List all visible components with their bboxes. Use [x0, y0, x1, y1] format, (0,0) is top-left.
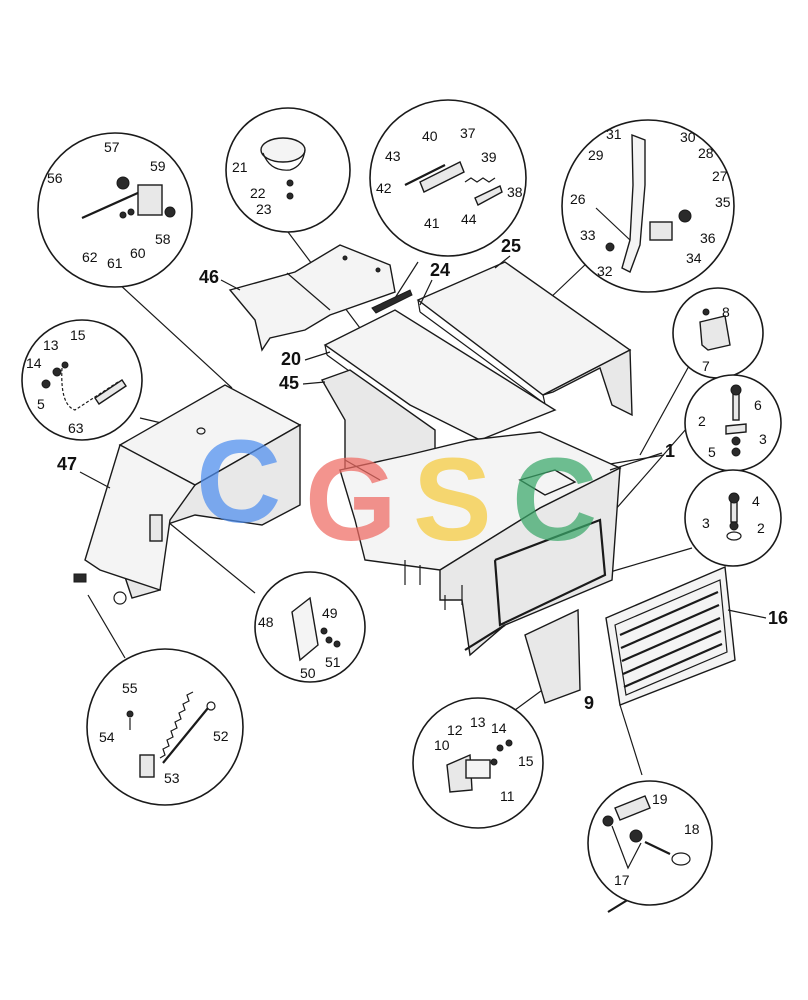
door-plate-9 [524, 608, 581, 704]
label-8: 8 [722, 304, 730, 320]
label-18: 18 [684, 821, 700, 837]
label-4: 4 [752, 493, 760, 509]
label-56: 56 [47, 170, 63, 186]
label-38: 38 [507, 184, 523, 200]
callout-circle-7: 6 2 3 5 [684, 374, 782, 472]
label-22: 22 [250, 185, 266, 201]
label-13b: 13 [470, 714, 486, 730]
callout-circle-12: 19 18 17 [587, 780, 713, 906]
label-45: 45 [279, 373, 299, 393]
callout-circle-6: 8 7 [672, 287, 764, 379]
label-62: 62 [82, 249, 98, 265]
label-1: 1 [665, 441, 675, 461]
label-50: 50 [300, 665, 316, 681]
callout-circle-3: 40 37 43 39 42 38 41 44 [369, 99, 527, 257]
callout-circle-9: 48 49 50 51 [254, 571, 366, 683]
label-ticks [79, 255, 767, 619]
label-47: 47 [57, 454, 77, 474]
top-cover-25 [416, 261, 633, 417]
floor-plate-46 [228, 244, 396, 352]
label-51: 51 [325, 654, 341, 670]
label-39: 39 [481, 149, 497, 165]
label-44: 44 [461, 211, 477, 227]
label-55: 55 [122, 680, 138, 696]
label-36: 36 [700, 230, 716, 246]
label-9: 9 [584, 693, 594, 713]
label-13: 13 [43, 337, 59, 353]
label-52: 52 [213, 728, 229, 744]
callout-circle-8: 4 3 2 [684, 469, 782, 567]
label-37: 37 [460, 125, 476, 141]
label-30: 30 [680, 129, 696, 145]
main-assembly [73, 244, 736, 706]
main-labels: 46 24 25 20 45 47 1 16 9 [57, 236, 788, 713]
label-35: 35 [715, 194, 731, 210]
label-2b: 2 [757, 520, 765, 536]
label-19: 19 [652, 791, 668, 807]
label-31: 31 [606, 126, 622, 142]
callout-circle-1: 57 56 59 62 61 60 58 [37, 132, 193, 288]
label-24: 24 [430, 260, 450, 280]
label-14b: 14 [491, 720, 507, 736]
label-12: 12 [447, 722, 463, 738]
watermark-letter-4: C [512, 434, 597, 566]
watermark: C G S C [196, 416, 597, 566]
label-5b: 5 [708, 444, 716, 460]
label-34: 34 [686, 250, 702, 266]
label-7: 7 [702, 358, 710, 374]
label-59: 59 [150, 158, 166, 174]
label-46: 46 [199, 267, 219, 287]
bracket-24 [371, 289, 413, 314]
label-2: 2 [698, 413, 706, 429]
label-10: 10 [434, 737, 450, 753]
cab-side-47 [73, 384, 302, 605]
label-63: 63 [68, 420, 84, 436]
label-28: 28 [698, 145, 714, 161]
label-17: 17 [614, 872, 630, 888]
label-20: 20 [281, 349, 301, 369]
label-3: 3 [759, 431, 767, 447]
label-6: 6 [754, 397, 762, 413]
label-54: 54 [99, 729, 115, 745]
label-15b: 15 [518, 753, 534, 769]
watermark-letter-3: S [413, 434, 492, 566]
label-29: 29 [588, 147, 604, 163]
label-42: 42 [376, 180, 392, 196]
front-body-1 [339, 431, 622, 657]
label-49: 49 [322, 605, 338, 621]
callout-circle-2: 21 22 23 [225, 107, 351, 233]
watermark-letter-1: C [196, 416, 281, 548]
label-41: 41 [424, 215, 440, 231]
label-40: 40 [422, 128, 438, 144]
label-58: 58 [155, 231, 171, 247]
label-23: 23 [256, 201, 272, 217]
label-43: 43 [385, 148, 401, 164]
label-11: 11 [500, 788, 515, 804]
label-57: 57 [104, 139, 120, 155]
label-16: 16 [768, 608, 788, 628]
callout-circle-10: 55 54 52 53 [86, 648, 244, 806]
callout-circle-4: 31 30 29 28 27 26 35 33 36 32 34 [561, 119, 735, 293]
label-60: 60 [130, 245, 146, 261]
label-32: 32 [597, 263, 613, 279]
label-27: 27 [712, 168, 728, 184]
label-14: 14 [26, 355, 42, 371]
label-61: 61 [107, 255, 123, 271]
label-33: 33 [580, 227, 596, 243]
label-5: 5 [37, 396, 45, 412]
label-48: 48 [258, 614, 274, 630]
grille-16 [605, 565, 736, 706]
label-3b: 3 [702, 515, 710, 531]
label-25: 25 [501, 236, 521, 256]
callout-circle-11: 12 13 14 10 15 11 [412, 697, 544, 829]
label-15: 15 [70, 327, 86, 343]
callout-circle-5: 15 13 14 5 63 [21, 319, 143, 441]
watermark-letter-2: G [305, 434, 397, 566]
label-53: 53 [164, 770, 180, 786]
label-26: 26 [570, 191, 586, 207]
label-21: 21 [232, 159, 248, 175]
